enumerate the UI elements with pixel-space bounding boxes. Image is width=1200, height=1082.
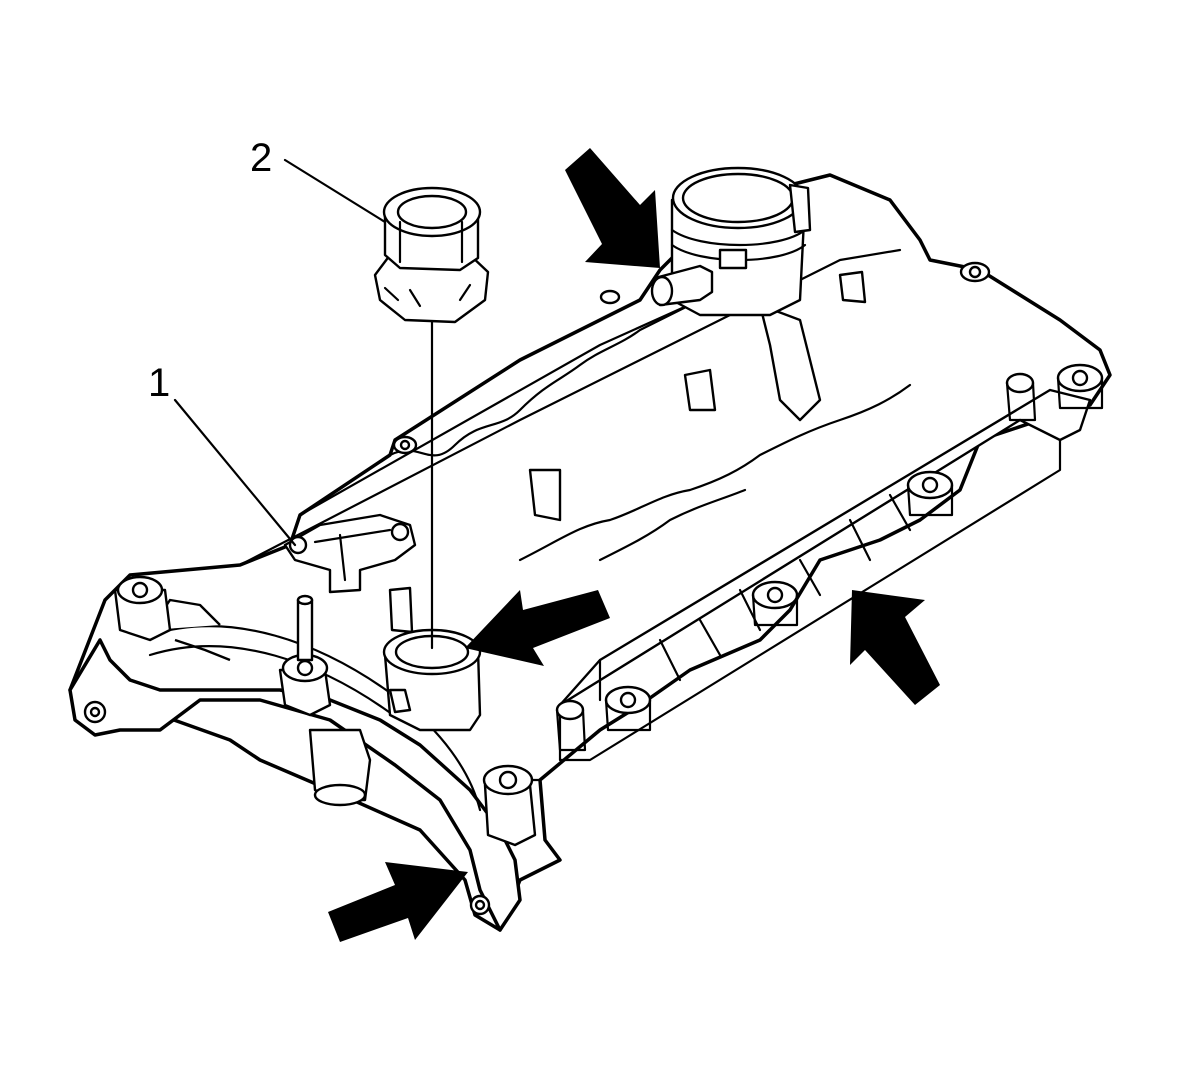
bolt-boss [1005, 372, 1037, 422]
item-2-oil-cap [373, 186, 490, 324]
arrow-side-rail [850, 590, 940, 705]
item-1-sensor-bracket [283, 513, 417, 594]
arrow-filler-neck [465, 590, 610, 666]
cover-body [68, 173, 1112, 932]
bolt-boss [906, 470, 954, 517]
pcv-housing [650, 166, 812, 317]
bolt-boss [751, 580, 799, 627]
bolt-boss [278, 594, 332, 717]
callout-label-1: 1 [148, 361, 171, 405]
bolt-boss [113, 575, 172, 642]
bolt-boss [599, 289, 621, 305]
arrow-front-end [328, 862, 468, 942]
leader-line-2 [283, 158, 387, 224]
bolt-boss [555, 699, 587, 752]
bolt-bosses [83, 261, 1104, 916]
bolt-boss [392, 435, 418, 455]
bolt-boss [959, 261, 991, 283]
bolt-boss [604, 685, 652, 732]
leader-line-1 [173, 398, 297, 547]
arrow-pcv [565, 148, 660, 268]
bolt-boss [1056, 363, 1104, 410]
bolt-boss [469, 894, 491, 916]
bolt-boss [482, 764, 537, 847]
bolt-boss [83, 700, 107, 724]
callout-label-2: 2 [250, 136, 273, 180]
